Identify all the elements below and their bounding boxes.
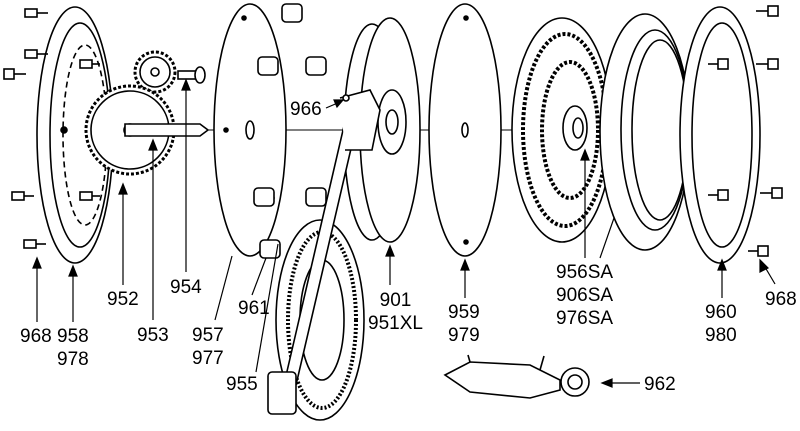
label-958-line1: 958 — [57, 326, 89, 347]
label-962: 962 — [644, 374, 676, 395]
handle-966 — [339, 89, 381, 151]
disc-959 — [428, 3, 502, 257]
latch-962 — [443, 354, 590, 399]
label-959-line2: 979 — [448, 325, 480, 346]
tape-955 — [267, 98, 365, 421]
spring-cover — [599, 13, 691, 251]
disc-957 — [213, 3, 287, 257]
label-960: 960 980 — [705, 301, 737, 347]
label-952: 952 — [107, 289, 139, 310]
label-901-line2: 951XL — [368, 313, 423, 334]
label-901-line1: 901 — [379, 290, 412, 311]
label-960-line2: 980 — [705, 325, 737, 346]
label-959-line1: 959 — [448, 302, 480, 323]
label-959: 959 979 — [448, 301, 480, 347]
label-956-line1: 956SA — [556, 262, 614, 283]
shaft — [124, 123, 210, 137]
label-968-right: 968 — [765, 289, 797, 310]
spring-956 — [511, 17, 613, 243]
label-966: 966 — [290, 99, 322, 120]
label-956-line3: 976SA — [556, 308, 614, 329]
label-955: 955 — [226, 374, 258, 395]
ring-960 — [679, 6, 761, 264]
leader-lines — [32, 78, 776, 388]
label-956: 956SA 906SA 976SA — [556, 261, 613, 330]
label-957-line1: 957 — [192, 325, 224, 346]
spacers-961 — [253, 3, 327, 259]
label-961: 961 — [238, 298, 270, 319]
label-957-line2: 977 — [192, 348, 224, 369]
label-960-line1: 960 — [705, 302, 737, 323]
label-958-line2: 978 — [57, 349, 89, 370]
label-953: 953 — [137, 325, 169, 346]
label-958: 958 978 — [57, 325, 89, 371]
label-957: 957 977 — [192, 324, 224, 370]
label-956-line2: 906SA — [556, 285, 614, 306]
bolts-968-right — [708, 5, 783, 257]
label-968-left: 968 — [20, 326, 52, 347]
label-901: 901 951XL — [368, 289, 423, 335]
bolts-968-left — [3, 8, 100, 249]
screw-954 — [177, 66, 206, 84]
label-954: 954 — [170, 277, 202, 298]
